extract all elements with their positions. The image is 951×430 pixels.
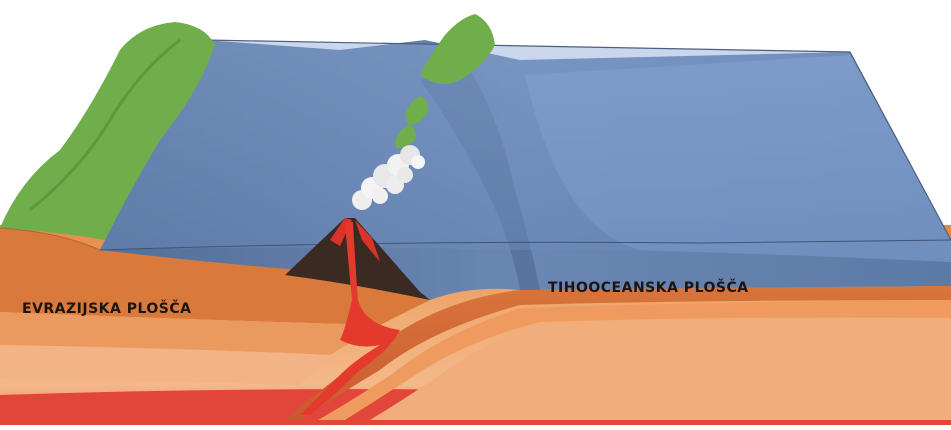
eurasian-plate-label: EVRAZIJSKA PLOŠČA [22,301,192,317]
pacific-plate-label: TIHOOCEANSKA PLOŠČA [548,280,749,296]
ocean-water [100,40,951,262]
